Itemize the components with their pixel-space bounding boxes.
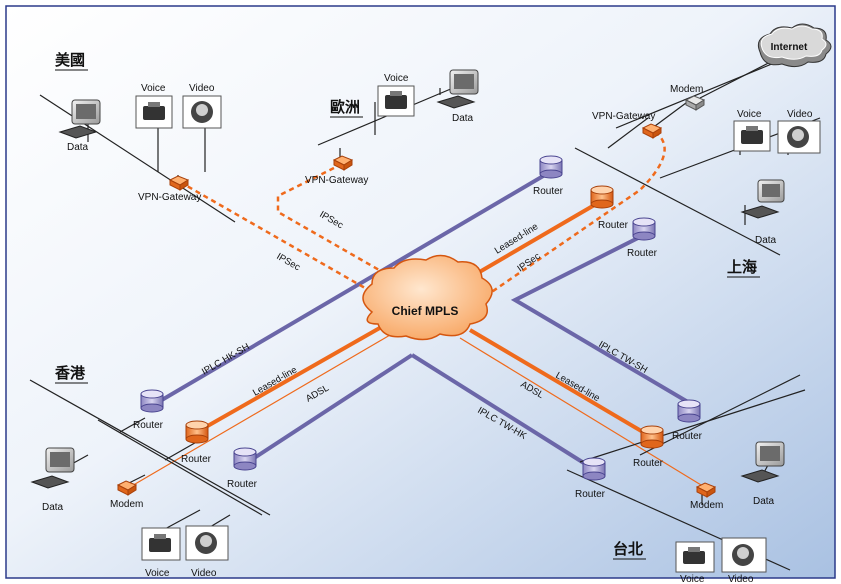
router-icon (140, 389, 164, 413)
router-icon (539, 155, 563, 179)
city-label-hongkong: 香港 (55, 364, 86, 382)
router-label-taipei-1: Router (672, 431, 703, 442)
modem-label-taipei: Modem (690, 500, 723, 511)
iplc-tw-hk-link-left (246, 353, 414, 464)
data-label-europe: Data (452, 113, 474, 124)
vpn-gateway-label-usa: VPN-Gateway (138, 192, 201, 203)
city-label-usa: 美國 (55, 51, 85, 69)
router-icon (677, 399, 701, 423)
adsl-link-taipei (459, 337, 707, 489)
vpn-gateway-icon (641, 123, 663, 139)
router-icon (590, 185, 614, 209)
data-label-usa: Data (67, 142, 89, 153)
video-label-usa: Video (189, 83, 215, 94)
mpls-label: Chief MPLS (392, 304, 459, 318)
modem-icon (684, 95, 706, 111)
internet-label: Internet (771, 42, 808, 53)
modem-icon (116, 480, 138, 496)
voice-label-taipei: Voice (680, 574, 705, 584)
city-label-europe: 歐洲 (330, 98, 360, 116)
modem-label-hongkong: Modem (110, 499, 143, 510)
leased-line-taipei (468, 328, 650, 437)
computer-icon (740, 179, 785, 219)
iplc-tw-hk-link-right (410, 353, 597, 472)
voice-label-shanghai: Voice (737, 109, 762, 120)
ipsec-link-usa (179, 180, 373, 294)
city-label-shanghai: 上海 (727, 258, 757, 276)
vpn-gateway-label-shanghai: VPN-Gateway (592, 111, 655, 122)
router-icon (632, 217, 656, 241)
router-icon (233, 447, 257, 471)
router-icon (640, 425, 664, 449)
computer-icon (30, 447, 75, 489)
internet-cloud: Internet (757, 23, 832, 68)
city-label-taipei: 台北 (613, 540, 643, 558)
voice-label-europe: Voice (384, 73, 409, 84)
modem-icon (695, 482, 717, 498)
ipsec-link-shanghai (479, 130, 666, 302)
video-label-shanghai: Video (787, 109, 813, 120)
voice-label-hongkong: Voice (145, 568, 170, 579)
computer-icon (436, 69, 479, 109)
router-label-shanghai-leased: Router (598, 220, 629, 231)
data-label-hongkong: Data (42, 502, 64, 513)
router-label-hongkong-3: Router (227, 479, 258, 490)
ipsec-link-europe (276, 162, 401, 284)
router-label-shanghai-2: Router (627, 248, 658, 259)
vpn-gateway-label-europe: VPN-Gateway (305, 175, 368, 186)
video-label-hongkong: Video (191, 568, 217, 579)
computer-icon (58, 99, 101, 139)
router-icon (582, 457, 606, 481)
video-label-taipei: Video (728, 574, 754, 584)
router-icon (185, 420, 209, 444)
mpls-cloud: Chief MPLS (362, 254, 493, 341)
iplc-hk-sh-link (153, 170, 552, 406)
iplc-tw-sh-link (510, 231, 695, 407)
computer-icon (740, 441, 785, 483)
router-label-hongkong-leased: Router (181, 454, 212, 465)
data-label-shanghai: Data (755, 235, 777, 246)
modem-label-shanghai: Modem (670, 84, 703, 95)
vpn-gateway-icon (332, 155, 354, 171)
vpn-gateway-icon (168, 175, 190, 191)
voice-label-usa: Voice (141, 83, 166, 94)
router-label-shanghai-1: Router (533, 186, 564, 197)
adsl-link-hongkong (129, 334, 391, 488)
router-label-taipei-leased: Router (633, 458, 664, 469)
router-label-taipei-3: Router (575, 489, 606, 500)
router-label-hongkong-1: Router (133, 420, 164, 431)
data-label-taipei: Data (753, 496, 775, 507)
leased-line-hongkong (196, 323, 386, 434)
